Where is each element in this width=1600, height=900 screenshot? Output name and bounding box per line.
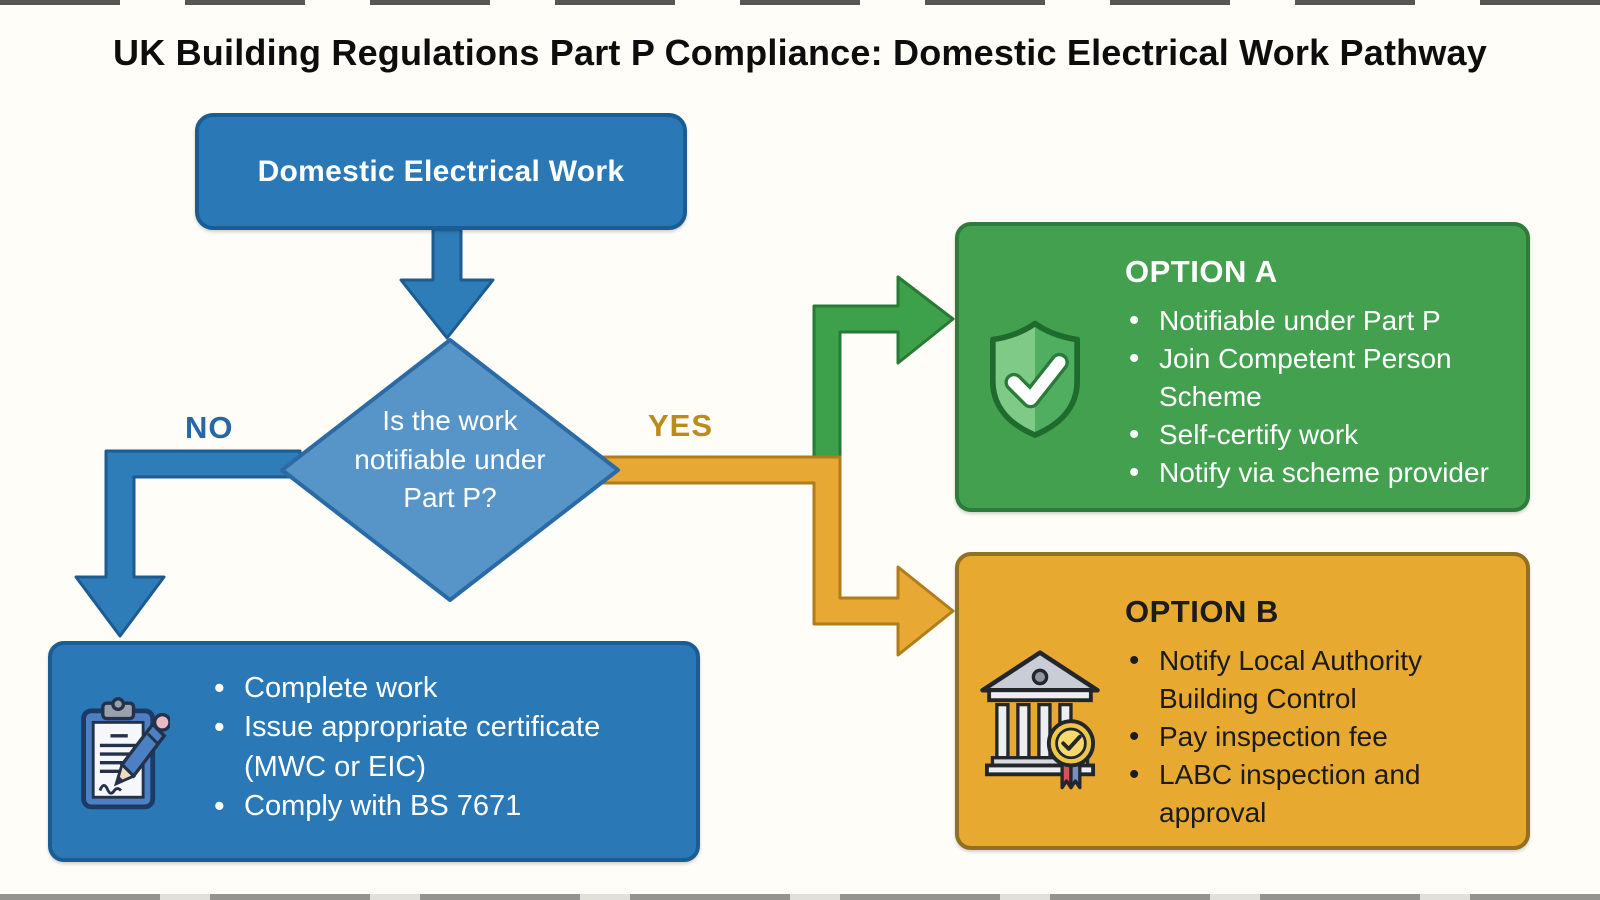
decision-question: Is the work notifiable under Part P? (354, 405, 546, 514)
list-item: Complete work (210, 668, 680, 710)
list-item: Notify Local Authority Building Control (1125, 641, 1497, 718)
list-item: Comply with BS 7671 (210, 786, 680, 828)
list-item: Pay inspection fee (1125, 717, 1497, 757)
list-item: Self-certify work (1125, 415, 1497, 455)
list-item: Notify via scheme provider (1125, 453, 1497, 493)
option-a-heading: OPTION A (1125, 254, 1278, 289)
list-item: Join Competent Person Scheme (1125, 339, 1497, 416)
bank-building-icon (980, 650, 1100, 790)
node-option-b: OPTION B Notify Local Authority Building… (955, 552, 1530, 850)
clipboard-pencil-icon (81, 697, 170, 810)
decision-diamond (280, 338, 620, 602)
list-item: Issue appropriate certificate (MWC or EI… (210, 707, 680, 787)
shield-check-icon (990, 320, 1080, 438)
node-domestic-electrical-work: Domestic Electrical Work (195, 113, 687, 230)
option-a-bullet-list: Notifiable under Part P Join Competent P… (1125, 301, 1497, 493)
branch-label-no: NO (185, 410, 234, 445)
node-option-a: OPTION A Notifiable under Part P Join Co… (955, 222, 1530, 512)
page-title: UK Building Regulations Part P Complianc… (113, 32, 1487, 73)
arrow-yes-option-a (812, 275, 955, 462)
arrow-no-branch (74, 449, 302, 638)
start-node-label: Domestic Electrical Work (257, 154, 625, 188)
arrow-start-to-decision (399, 227, 495, 340)
arrow-yes-option-b (598, 455, 955, 657)
result-bullet-list: Complete work Issue appropriate certific… (210, 668, 680, 828)
option-b-heading: OPTION B (1125, 594, 1279, 629)
list-item: Notifiable under Part P (1125, 301, 1497, 341)
node-non-notifiable-result: Complete work Issue appropriate certific… (48, 641, 700, 862)
option-b-bullet-list: Notify Local Authority Building Control … (1125, 641, 1497, 832)
branch-label-yes: YES (648, 408, 714, 443)
list-item: LABC inspection and approval (1125, 755, 1497, 832)
